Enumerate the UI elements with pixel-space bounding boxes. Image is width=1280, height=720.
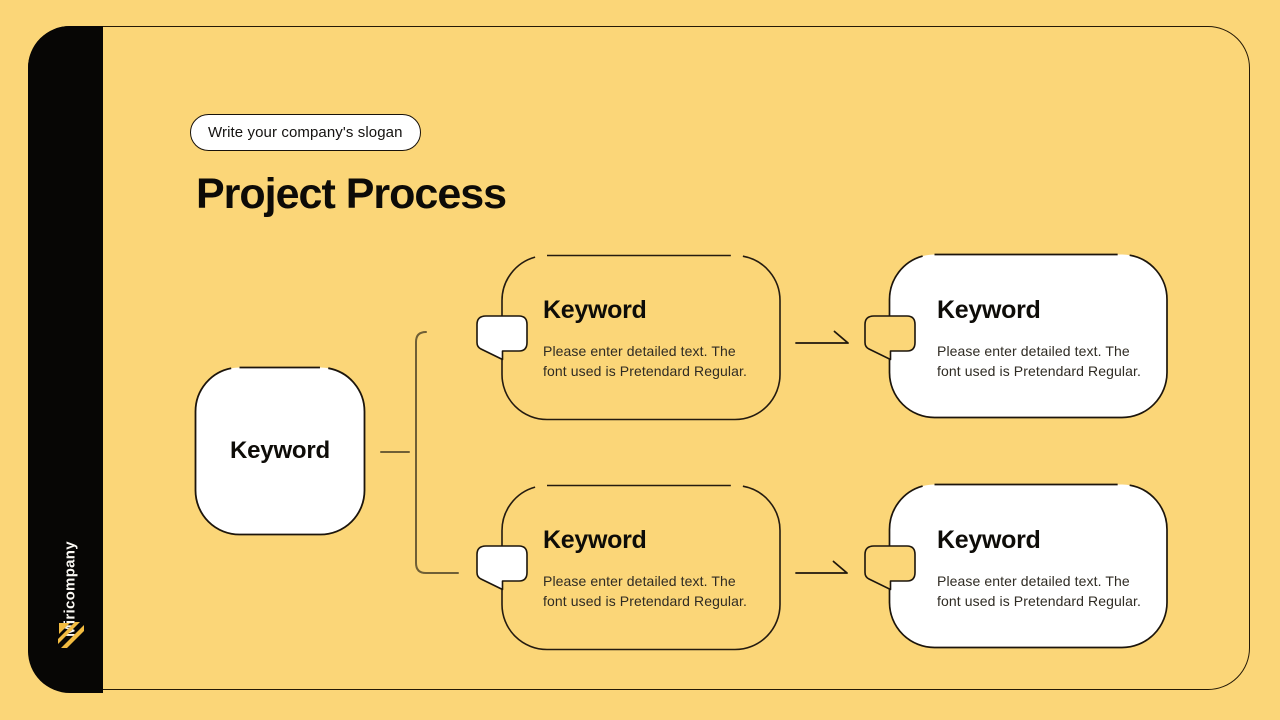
slogan-text: Write your company's slogan	[208, 124, 403, 141]
process-box-top-text: Keyword Please enter detailed text. The …	[543, 295, 758, 381]
box-heading: Keyword	[937, 296, 1041, 324]
sidebar: Miricompany	[28, 26, 103, 693]
page-title: Project Process	[196, 170, 507, 218]
tab-marker-icon	[476, 315, 528, 361]
process-box-bottom-text: Keyword Please enter detailed text. The …	[543, 525, 758, 611]
arrow-right-icon	[795, 560, 848, 574]
result-box-bottom-text: Keyword Please enter detailed text. The …	[937, 525, 1152, 611]
tab-marker-icon	[864, 545, 916, 591]
bracket-connector	[415, 331, 459, 574]
box-body: Please enter detailed text. The font use…	[543, 573, 747, 609]
company-logo-icon	[58, 622, 84, 648]
box-heading: Keyword	[937, 526, 1041, 554]
box-heading: Keyword	[543, 296, 647, 324]
tab-marker-icon	[864, 315, 916, 361]
box-body: Please enter detailed text. The font use…	[543, 343, 747, 379]
box-body: Please enter detailed text. The font use…	[937, 573, 1141, 609]
root-keyword-box[interactable]	[194, 366, 366, 536]
box-heading: Keyword	[543, 526, 647, 554]
tab-marker-icon	[476, 545, 528, 591]
slogan-pill[interactable]: Write your company's slogan	[190, 114, 421, 151]
box-body: Please enter detailed text. The font use…	[937, 343, 1141, 379]
result-box-top-text: Keyword Please enter detailed text. The …	[937, 295, 1152, 381]
root-keyword-label: Keyword	[230, 437, 330, 464]
arrow-right-icon	[795, 330, 849, 344]
